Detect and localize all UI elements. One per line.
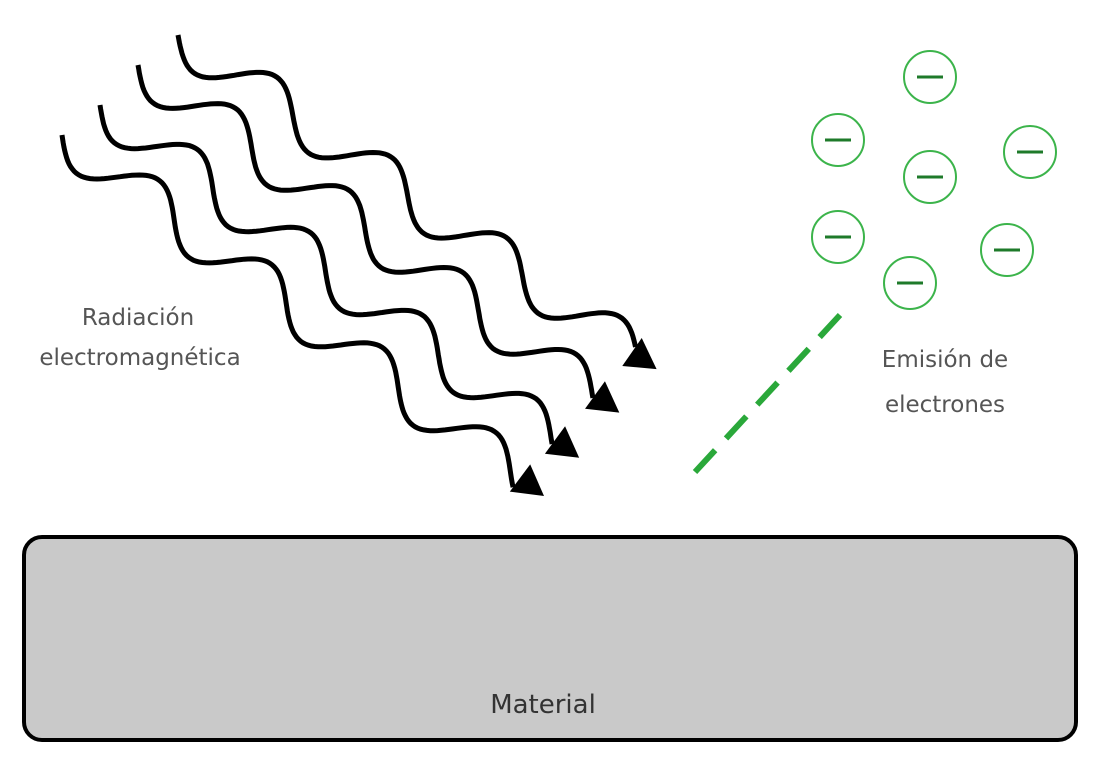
arrowhead-icon bbox=[622, 338, 657, 370]
material-block bbox=[22, 535, 1078, 742]
electron-icon bbox=[811, 113, 865, 167]
electron-icon bbox=[811, 210, 865, 264]
radiation-wave bbox=[97, 104, 555, 445]
electrons-group bbox=[811, 50, 1057, 310]
material-label: Material bbox=[490, 690, 596, 720]
electromagnetic-radiation-waves bbox=[59, 34, 657, 496]
emission-label-line2: electrones bbox=[885, 392, 1005, 418]
electron-icon bbox=[1003, 125, 1057, 179]
radiation-wave bbox=[175, 34, 638, 348]
electron-icon bbox=[903, 50, 957, 104]
emission-label-line1: Emisión de bbox=[882, 347, 1008, 373]
arrowhead-icon bbox=[509, 464, 545, 496]
arrowhead-icon bbox=[544, 426, 580, 458]
electron-icon bbox=[883, 256, 937, 310]
radiation-label-line2: electromagnética bbox=[39, 345, 240, 371]
electron-emission-path bbox=[692, 312, 843, 475]
electron-icon bbox=[903, 150, 957, 204]
radiation-wave bbox=[59, 134, 516, 488]
arrowhead-icon bbox=[585, 381, 620, 413]
radiation-wave bbox=[135, 64, 596, 399]
electron-icon bbox=[980, 223, 1034, 277]
radiation-label-line1: Radiación bbox=[82, 305, 194, 331]
